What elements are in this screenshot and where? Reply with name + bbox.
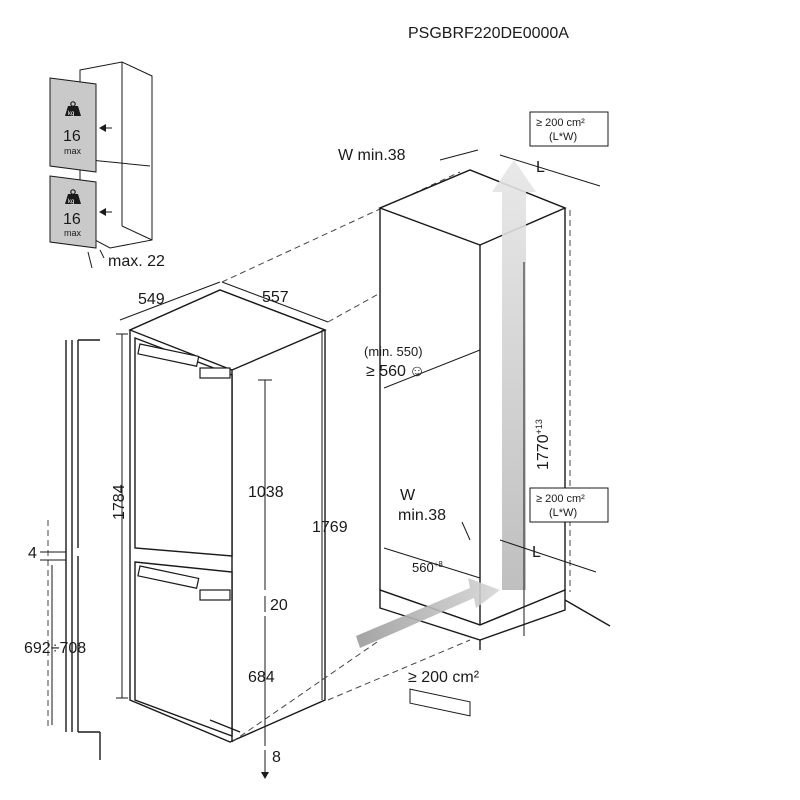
top-vent-formula: (L*W): [549, 131, 577, 143]
height-1769: 1769: [312, 519, 348, 536]
niche-height: 1770+13: [534, 419, 552, 470]
niche-height-tol: +13: [534, 419, 544, 434]
top-vent-area: ≥ 200 cm²: [536, 117, 585, 129]
bottom-width-label: W: [400, 487, 416, 504]
hinge-range: 692÷708: [24, 640, 86, 657]
width-557: 557: [262, 289, 289, 306]
upper-door-1038: 1038: [248, 484, 284, 501]
top-vent-box: [529, 111, 609, 147]
lower-door-weight: 16: [63, 211, 81, 228]
inlet-vent-area: ≥ 200 cm²: [408, 669, 480, 686]
upper-door-weight: 16: [63, 128, 81, 145]
bottom-vent-box: [529, 487, 609, 523]
weight-icon-label: kg: [68, 111, 74, 117]
niche-labels: ≥ 200 cm² (L*W) W min.38 L (min. 550) ≥ …: [338, 111, 609, 686]
depth-min: (min. 550): [364, 344, 423, 359]
appliance-drawing: [128, 289, 327, 743]
lower-door-weight-unit: max: [64, 228, 82, 238]
niche-width-value: 560: [412, 560, 434, 575]
bottom-gap-8: 8: [272, 749, 281, 766]
top-width-min: W min.38: [338, 147, 406, 164]
door-panel-profile: 4 692÷708: [24, 339, 101, 760]
lower-door-panel: [49, 175, 97, 249]
weight-icon: [65, 194, 81, 204]
height-1784: 1784: [111, 484, 128, 520]
depth-rec: ≥ 560☺: [366, 363, 425, 380]
exhaust-air-arrow: [492, 160, 536, 590]
smiley-icon: ☺: [409, 363, 425, 380]
door-gap-max: max. 22: [108, 253, 165, 270]
panel-offset-4: 4: [28, 545, 37, 562]
bottom-width-value: min.38: [398, 507, 446, 524]
depth-rec-value: ≥ 560: [366, 363, 406, 380]
niche-width-tol: +8: [434, 560, 444, 569]
model-code: PSGBRF220DE0000A: [408, 25, 569, 42]
weight-icon: [65, 106, 81, 116]
door-weight-inset: kg 16 max kg 16 max max. 22: [49, 61, 165, 270]
lower-door-684: 684: [248, 669, 275, 686]
depth-549: 549: [138, 291, 165, 308]
bottom-vent-area: ≥ 200 cm²: [536, 493, 585, 505]
door-gap-20: 20: [270, 597, 288, 614]
niche-height-value: 1770: [535, 434, 552, 470]
upper-door-panel: [49, 77, 97, 173]
weight-icon-label: kg: [68, 199, 74, 205]
niche-width: 560+8: [412, 560, 443, 575]
appliance-dimensions: 549 557 1784 1769 1038 20 684 8: [111, 281, 348, 779]
niche-drawing: [356, 160, 611, 717]
bottom-vent-formula: (L*W): [549, 507, 577, 519]
upper-door-weight-unit: max: [64, 146, 82, 156]
inlet-air-arrow: [356, 578, 500, 648]
